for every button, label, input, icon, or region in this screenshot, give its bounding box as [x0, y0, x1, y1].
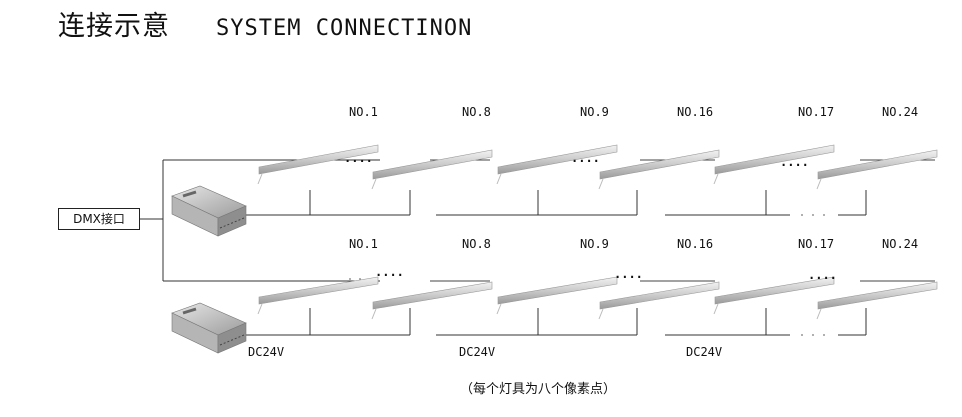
- power-supply-bottom: [171, 302, 247, 354]
- power-supply-top: [171, 185, 247, 237]
- dmx-interface-label: DMX接口: [73, 212, 125, 226]
- row2-ellipsis-2: ....: [614, 267, 643, 281]
- row2-bar-tails: [257, 303, 822, 320]
- led-bar: [599, 149, 720, 180]
- page-title: 连接示意 SYSTEM CONNECTINON: [58, 4, 472, 43]
- row1-led-bars: [258, 144, 938, 180]
- title-cn: 连接示意: [58, 11, 170, 42]
- title-en: SYSTEM CONNECTINON: [216, 16, 473, 41]
- led-bar: [599, 281, 720, 310]
- row1-bar-tails: [257, 173, 822, 190]
- row2-power-bus: [240, 308, 867, 336]
- led-bar: [258, 276, 379, 305]
- row1-label-no16: NO.16: [677, 105, 714, 119]
- dmx-interface-box: DMX接口: [58, 208, 140, 230]
- led-bar: [372, 149, 493, 180]
- row2-ellipsis-3: ....: [808, 268, 837, 282]
- led-bar: [714, 276, 835, 305]
- dotted-gaps: [349, 214, 825, 336]
- dmx-feed-lines: [140, 159, 380, 282]
- row1-ellipsis-1: ....: [344, 151, 373, 165]
- row2-label-no17: NO.17: [798, 237, 835, 251]
- row1-label-no17: NO.17: [798, 105, 835, 119]
- row1-label-no24: NO.24: [882, 105, 919, 119]
- row2-label-no16: NO.16: [677, 237, 714, 251]
- led-bar: [258, 144, 379, 175]
- power-label-1: DC24V: [248, 345, 285, 359]
- led-bar: [372, 281, 493, 310]
- row1-power-bus: [240, 190, 867, 216]
- led-bar: [497, 276, 618, 305]
- row2-label-no8: NO.8: [462, 237, 491, 251]
- row1-ellipsis-3: ....: [780, 155, 809, 169]
- power-label-2: DC24V: [459, 345, 496, 359]
- row1-label-no8: NO.8: [462, 105, 491, 119]
- footnote: （每个灯具为八个像素点）: [460, 382, 617, 397]
- row1-ellipsis-2: ....: [571, 151, 600, 165]
- led-bar: [497, 144, 618, 175]
- row2-label-no1: NO.1: [349, 237, 378, 251]
- row2-label-no9: NO.9: [580, 237, 609, 251]
- power-label-3: DC24V: [686, 345, 723, 359]
- row2-led-bars: [258, 276, 938, 310]
- led-bar: [817, 149, 938, 180]
- led-bar: [714, 144, 835, 175]
- led-bar: [817, 281, 938, 310]
- row1-label-no9: NO.9: [580, 105, 609, 119]
- row2-ellipsis-1: ....: [375, 265, 404, 279]
- row2-label-no24: NO.24: [882, 237, 919, 251]
- row1-label-no1: NO.1: [349, 105, 378, 119]
